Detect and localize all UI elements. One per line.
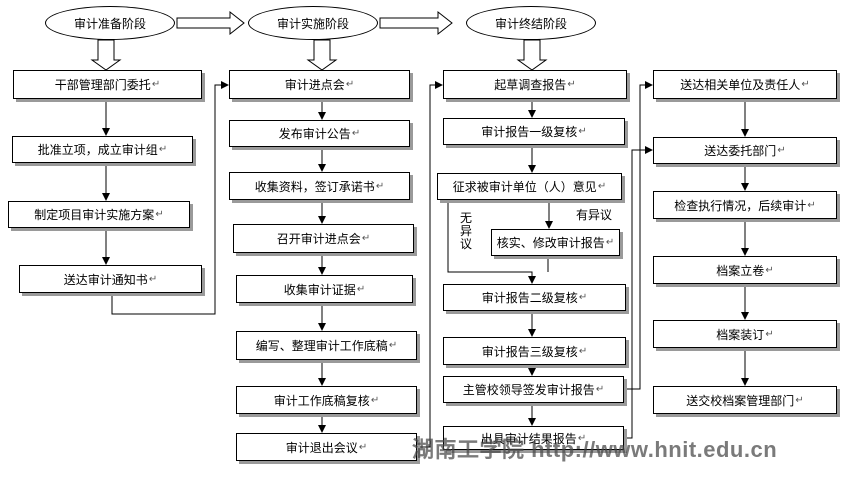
step-solicit-opinion: 征求被审计单位（人）意见↵: [437, 173, 622, 200]
step-send-notice: 送达审计通知书↵: [19, 265, 202, 293]
phase-down-2: [306, 39, 338, 71]
arrow-c3-no-objection: [447, 200, 536, 284]
step-prepare-workpapers: 编写、整理审计工作底稿↵: [236, 331, 417, 360]
step-issue-result: 出具审计结果报告↵: [443, 426, 624, 450]
arrow-c3-to-c4b: [624, 146, 653, 439]
step-review-workpapers: 审计工作底稿复核↵: [236, 386, 417, 414]
step-draft-report: 起草调查报告↵: [443, 70, 627, 99]
arrow-c2-to-c3: [417, 81, 443, 448]
step-deliver-responsible: 送达相关单位及责任人↵: [653, 70, 837, 99]
step-hold-entry-meeting: 召开审计进点会↵: [233, 224, 414, 253]
step-approve-project: 批准立项，成立审计组↵: [12, 136, 193, 163]
phase-impl: 审计实施阶段: [248, 6, 378, 40]
step-collect-materials: 收集资料，签订承诺书↵: [229, 172, 410, 200]
phase-arrow-2: [379, 10, 453, 36]
step-report-review-3: 审计报告三级复核↵: [443, 337, 626, 365]
arrow-c1-to-c2: [111, 81, 229, 315]
watermark: 湖南工学院 http://www.hnit.edu.cn: [412, 437, 778, 462]
label-no-objection: 无异议: [459, 211, 472, 251]
step-publish-notice: 发布审计公告↵: [229, 120, 410, 147]
step-archive-bind: 档案装订↵: [653, 320, 837, 348]
step-leader-sign: 主管校领导签发审计报告↵: [443, 376, 624, 403]
step-deliver-commissioner: 送达委托部门↵: [653, 137, 837, 164]
step-check-followup: 检查执行情况，后续审计↵: [653, 191, 837, 219]
label-has-objection: 有异议: [576, 208, 613, 222]
phase-down-3: [516, 39, 548, 71]
phase-down-1: [90, 39, 122, 71]
step-verify-revise: 核实、修改审计报告↵: [491, 229, 620, 256]
step-cadre-commission: 干部管理部门委托↵: [13, 70, 202, 99]
step-report-review-1: 审计报告一级复核↵: [443, 118, 625, 145]
step-archive-file: 档案立卷↵: [653, 256, 837, 284]
phase-end: 审计终结阶段: [466, 6, 596, 40]
step-collect-evidence: 收集审计证据↵: [236, 275, 413, 303]
step-report-review-2: 审计报告二级复核↵: [443, 284, 626, 311]
phase-arrow-1: [176, 10, 245, 36]
step-make-plan: 制定项目审计实施方案↵: [8, 201, 190, 228]
step-entry-meeting: 审计进点会↵: [229, 70, 410, 99]
step-send-archives: 送交校档案管理部门↵: [653, 386, 837, 414]
arrow-c3-to-c4a: [624, 81, 653, 390]
phase-prep: 审计准备阶段: [45, 6, 175, 40]
step-exit-meeting: 审计退出会议↵: [236, 433, 417, 461]
